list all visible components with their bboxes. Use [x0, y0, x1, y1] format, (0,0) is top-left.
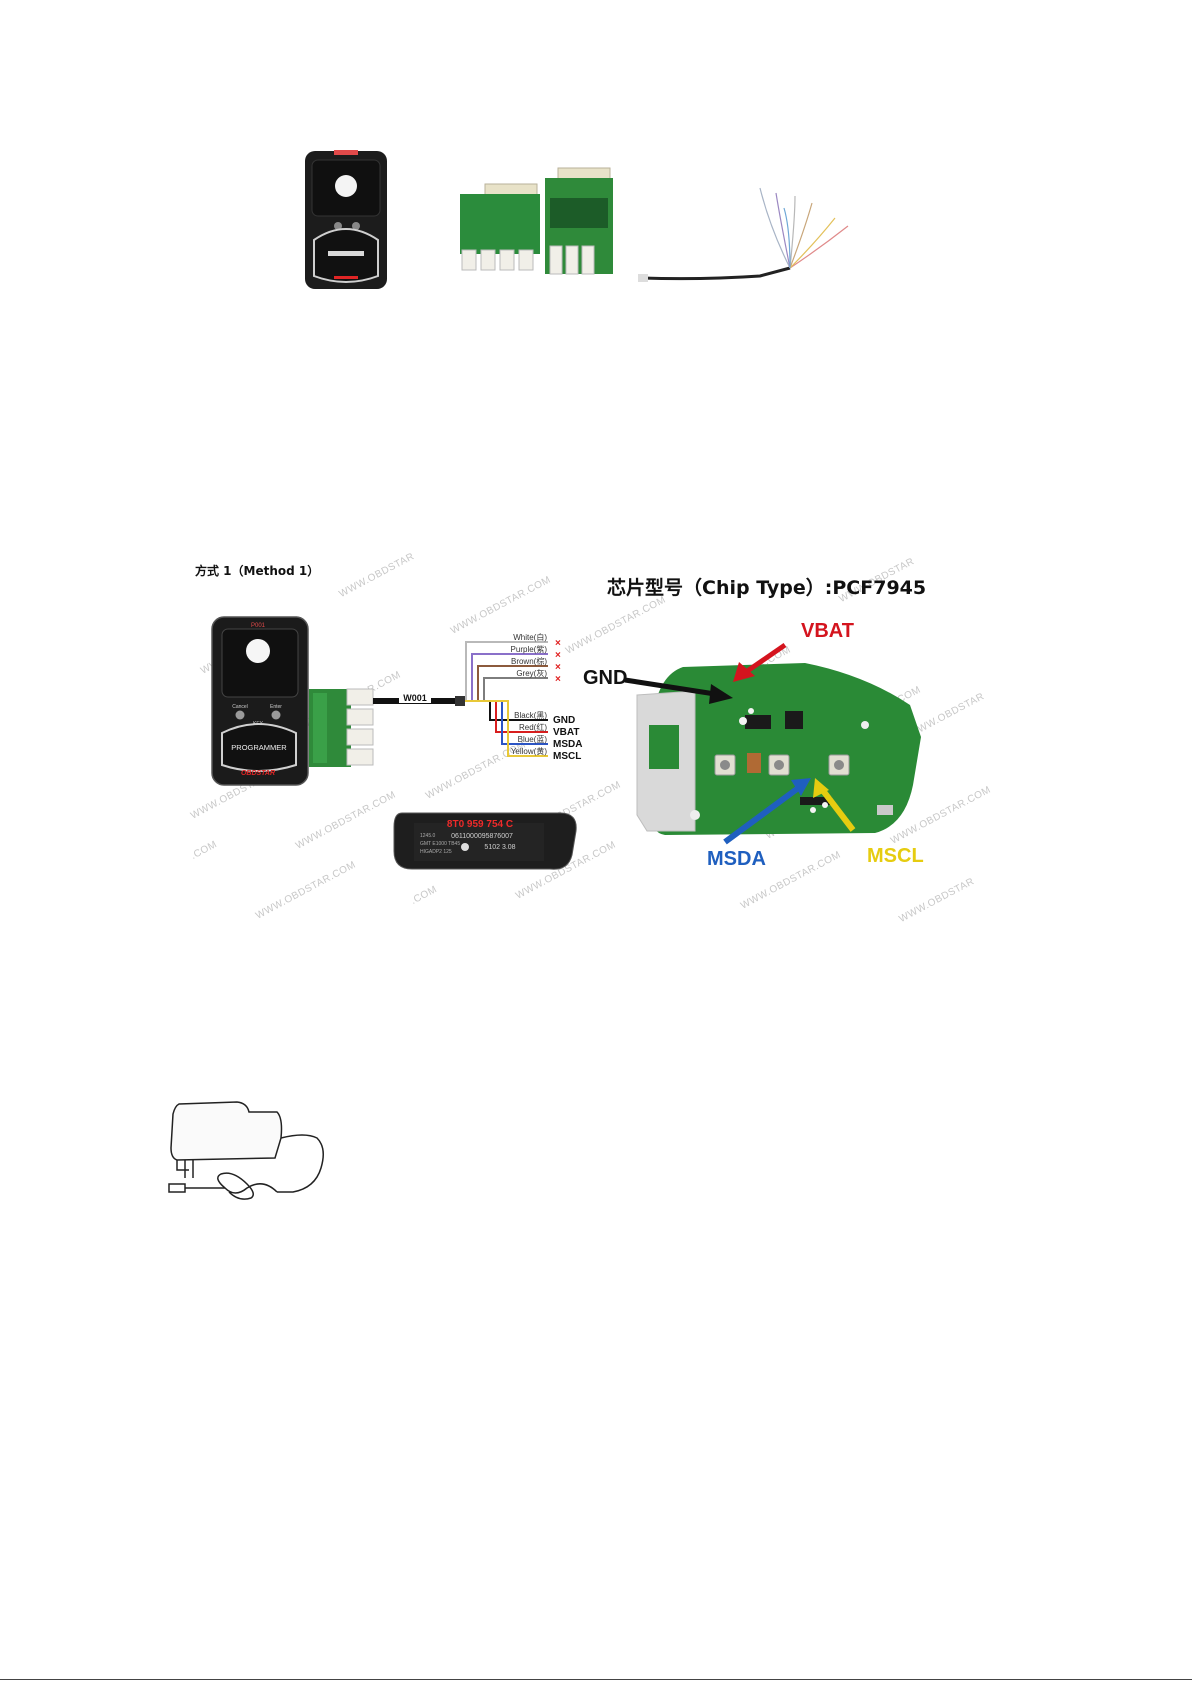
page-footer-rule	[0, 1679, 1192, 1680]
fob-part-number: 8T0 959 754 C	[447, 819, 513, 830]
chip-type-heading: 芯片型号（Chip Type）:PCF7945	[607, 577, 927, 599]
wire-color-label: Red(红)	[519, 722, 547, 732]
cable-label: W001	[403, 693, 427, 703]
wire-color-label: Grey(灰)	[516, 668, 547, 678]
power-adapter-drawing	[168, 1101, 324, 1200]
fob-line-a: 1245.0	[420, 833, 436, 839]
watermark: WWW.OBDSTAR.COM	[253, 859, 358, 922]
wire-line	[465, 700, 548, 757]
unused-wire-mark: ×	[555, 638, 561, 649]
wiring-diagram: WWW.OBDSTAR WWW.OBDSTAR.COM WWW.OBDSTAR.…	[189, 551, 995, 980]
wire-color-label: Black(黑)	[514, 711, 547, 720]
adapter-boards-photo	[460, 167, 613, 275]
accessories-row	[305, 150, 849, 289]
wire-color-label: Brown(棕)	[511, 656, 547, 666]
device-brand-label: PROGRAMMER	[231, 743, 287, 752]
pcb-arrows	[624, 642, 856, 845]
device-logo: OBDSTAR	[241, 770, 275, 777]
unused-wire-mark: ×	[555, 662, 561, 673]
unused-wire-mark: ×	[555, 674, 561, 685]
programmer-device-photo	[305, 150, 387, 289]
fob-line-b: GMT E1000 TB45	[420, 841, 460, 847]
fob-line-c: HIGADP2 125	[420, 849, 452, 855]
vbat-label: VBAT	[801, 620, 854, 642]
key-fob: 8T0 959 754 C 0611000095876007 1245.0 GM…	[393, 812, 577, 870]
wire-group: White(白) × Purple(紫) × Brown(棕) × Grey(灰) × Blac…	[465, 632, 582, 762]
wire-pin-label: GND	[553, 715, 575, 726]
programmer-device: P001 Cancel Enter KEY PROGRAMMER OBDSTAR	[211, 616, 309, 786]
gnd-label: GND	[583, 667, 628, 689]
watermark: .COM	[189, 839, 220, 862]
device-cancel-label: Cancel	[232, 704, 248, 710]
wire-pin-label: MSDA	[553, 739, 582, 750]
wire-color-label: Purple(紫)	[511, 645, 548, 654]
fob-line-3: 5102 3.08	[484, 844, 515, 851]
wire-pin-label: MSCL	[553, 751, 581, 762]
watermark: WWW.OBDSTAR	[337, 551, 417, 600]
device-code: P001	[251, 623, 266, 629]
wire-color-label: Yellow(黄)	[511, 746, 547, 756]
fob-serial: 0611000095876007	[451, 833, 513, 840]
wire-harness: W001 White(白) × Purple(紫) × Brown(棕) × Grey(灰)…	[373, 632, 582, 762]
wire-color-label: Blue(蓝)	[518, 734, 548, 744]
unused-wire-mark: ×	[555, 650, 561, 661]
method-label: 方式 1（Method 1）	[195, 564, 320, 578]
device-enter-label: Enter	[270, 704, 282, 710]
mscl-label: MSCL	[867, 845, 924, 867]
watermark: .COM	[409, 884, 440, 907]
msda-label: MSDA	[707, 848, 766, 870]
pcb-board	[636, 663, 921, 835]
wire-color-label: White(白)	[513, 632, 547, 642]
watermark: WWW.OBDSTAR.COM	[293, 789, 398, 852]
cable-photo	[638, 187, 849, 282]
adapter-board	[309, 688, 374, 767]
watermark: WWW.OBDSTAR.COM	[448, 574, 553, 637]
wire-pin-label: VBAT	[553, 727, 579, 738]
